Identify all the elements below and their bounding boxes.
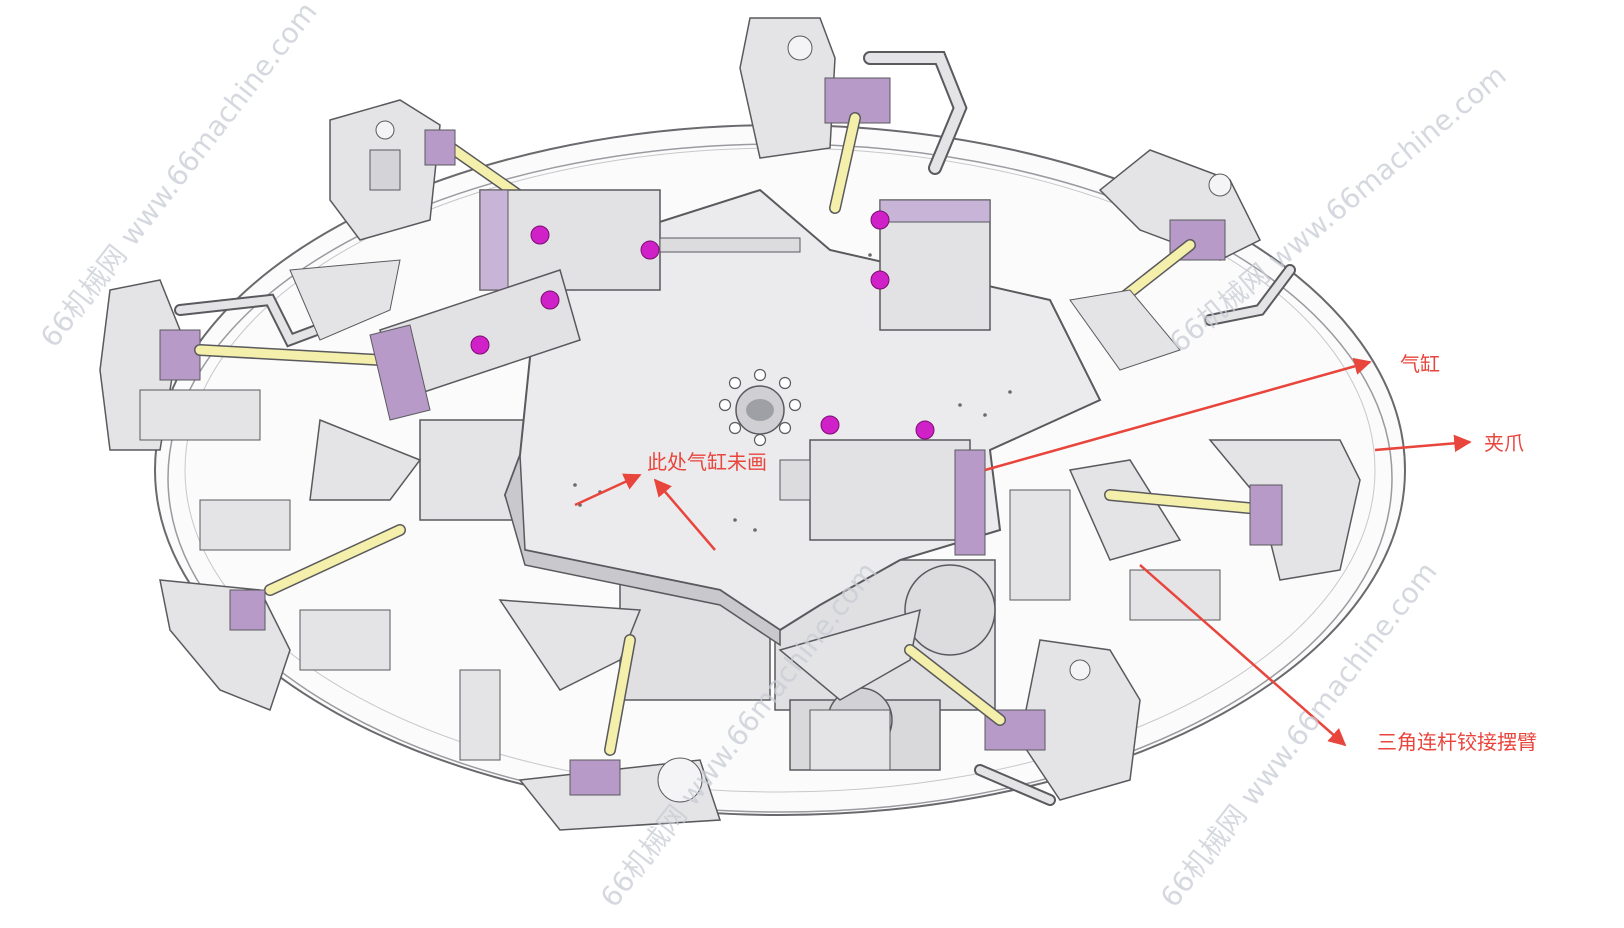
- gripper-unit-6: [778, 608, 1006, 771]
- label-triangle-arm: 三角连杆铰接摆臂: [1377, 730, 1537, 754]
- cylinder-block-2: [369, 269, 581, 421]
- cylinder-block-3: [870, 199, 991, 331]
- label-cylinder-not-drawn: 此处气缸未画: [647, 450, 767, 474]
- gripper-unit-7: [459, 599, 722, 831]
- gripper-unit-9: [99, 259, 401, 451]
- arrow-arm: [1139, 564, 1347, 747]
- gripper-unit-5: [974, 639, 1141, 806]
- gripper-unit-1: [329, 99, 546, 241]
- gripper-unit-8: [159, 418, 422, 711]
- gripper-unit-2: [739, 17, 968, 214]
- arrow-clamp: [1374, 434, 1472, 453]
- label-cylinder: 气缸: [1400, 352, 1440, 376]
- cylinder-block-1: [479, 189, 801, 291]
- cylinder-block-4: [779, 415, 986, 556]
- label-clamp: 夹爪: [1484, 431, 1524, 455]
- arrow-undrawn-left: [574, 473, 642, 507]
- annotation-arrows: [574, 357, 1472, 747]
- gripper-unit-3: [1069, 149, 1296, 371]
- arrow-undrawn-up: [653, 478, 716, 551]
- arrow-cylinder: [984, 357, 1372, 472]
